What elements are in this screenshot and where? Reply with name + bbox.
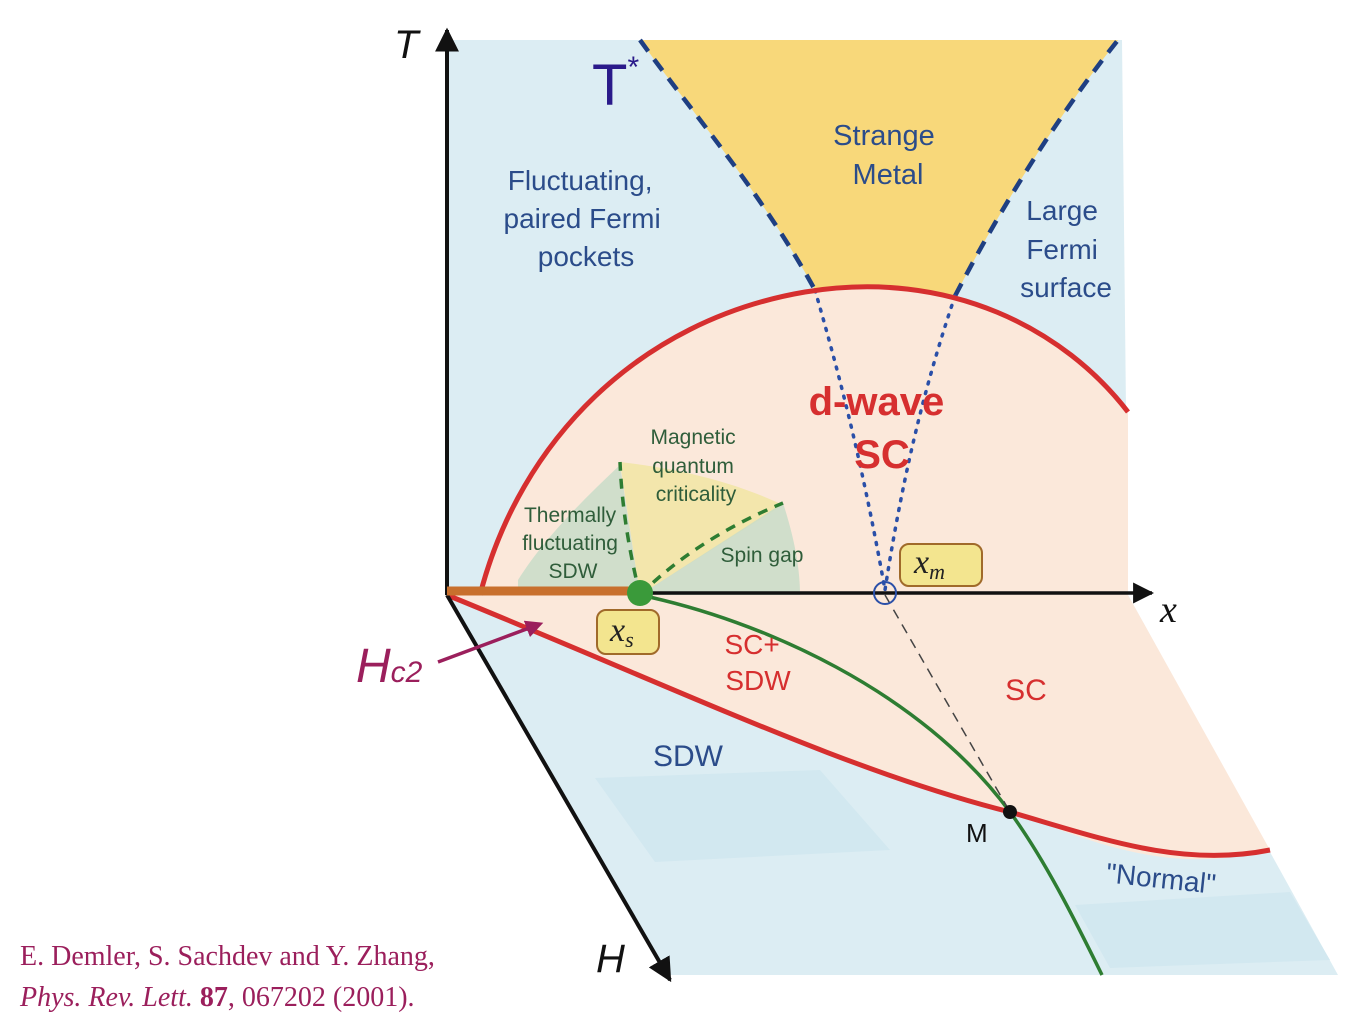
sdw-label: SDW — [653, 740, 724, 773]
green-dashed-lower — [638, 501, 784, 597]
sc-sdw-label: SC+ SDW — [724, 629, 791, 696]
xs-label: xs — [609, 612, 634, 652]
dotted-crossover-right — [883, 294, 957, 592]
tstar-label: T* — [592, 51, 639, 118]
citation-authors: E. Demler, S. Sachdev and Y. Zhang, — [20, 941, 435, 972]
sc-lower-region — [447, 595, 1270, 860]
citation-pages-year: , 067202 (2001). — [227, 982, 415, 1013]
citation-journal: Phys. Rev. Lett. — [20, 982, 193, 1013]
fluctuating-label: Fluctuating, paired Fermi pockets — [504, 165, 669, 272]
xm-point — [873, 581, 897, 605]
xm-label: xm — [913, 544, 945, 584]
xm-label-box — [899, 543, 983, 587]
tstar-right-boundary — [953, 38, 1120, 298]
large-fermi-label: Large Fermi surface — [1020, 195, 1112, 303]
citation-volume: 87 — [199, 982, 228, 1013]
hc2-arrow — [437, 620, 544, 664]
m-label: M — [966, 818, 988, 848]
h-axis — [445, 593, 672, 983]
lower-plane-patch — [1075, 892, 1330, 968]
xm-to-m-dashed — [884, 594, 1011, 813]
lower-plane-patch — [595, 770, 890, 862]
m-point — [1003, 805, 1017, 819]
citation-reference: Phys. Rev. Lett. 87, 067202 (2001). — [20, 977, 435, 1018]
spin-gap-region — [640, 503, 800, 595]
thermally-fluctuating-sdw-region — [518, 465, 640, 595]
t-axis-label: T — [394, 23, 421, 67]
spin-gap-label: Spin gap — [721, 544, 804, 567]
hc2-boundary — [446, 592, 1271, 858]
sc-dome-boundary — [477, 284, 1130, 596]
sdw-boundary-curve — [639, 593, 1104, 976]
strange-metal-region — [640, 40, 1118, 296]
sc-label: SC — [1005, 674, 1047, 707]
tstar-left-boundary — [638, 38, 817, 292]
xs-point — [627, 580, 653, 606]
magnetic-qc-label: Magnetic quantum criticality — [650, 426, 741, 506]
hc2-label: Hc2 — [356, 640, 423, 693]
h-axis-label: H — [596, 937, 625, 981]
magnetic-qc-region — [620, 462, 783, 595]
thermally-label: Thermally fluctuating SDW — [522, 504, 624, 583]
dotted-crossover-left — [813, 288, 887, 592]
xs-label-box — [596, 609, 660, 655]
x-axis-label: x — [1159, 589, 1177, 631]
dwave-sc-label: d-wave SC — [809, 380, 956, 477]
strange-metal-label: Strange Metal — [833, 120, 943, 191]
citation: E. Demler, S. Sachdev and Y. Zhang, Phys… — [20, 936, 435, 1018]
